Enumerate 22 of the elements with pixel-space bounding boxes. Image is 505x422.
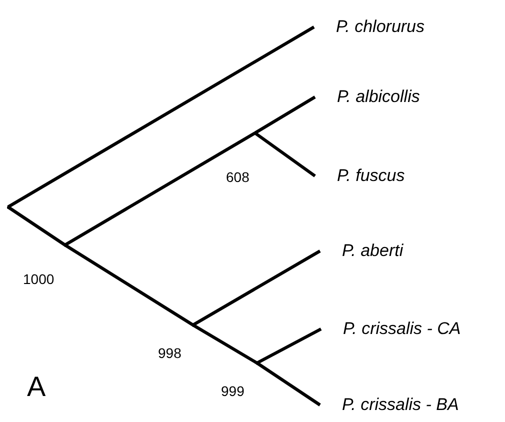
taxon-label: P. fuscus [315,165,405,187]
taxon-label: P. crissalis - BA [320,394,459,416]
taxon-label: P. chlorurus [314,16,425,38]
tree-branch [254,96,316,134]
bootstrap-value: 999 [221,383,244,399]
bootstrap-value: 608 [226,169,250,185]
tree-branch [256,328,322,364]
tree-branch [192,250,321,326]
branch-point [6,206,10,208]
bootstrap-value: 998 [158,345,182,361]
taxon-label: P. aberti [320,240,404,262]
panel-letter: A [27,372,46,402]
taxon-label: P. crissalis - CA [321,318,461,340]
taxon-label: P. albicollis [315,86,420,108]
tree-branch [7,206,66,246]
tree-branch [254,132,316,178]
bootstrap-value: 1000 [23,271,54,287]
tree-branch [64,244,194,326]
tree-branch [7,26,315,208]
tree-branch [192,324,258,364]
tree-branch [64,132,256,246]
tree-branch [256,362,321,406]
